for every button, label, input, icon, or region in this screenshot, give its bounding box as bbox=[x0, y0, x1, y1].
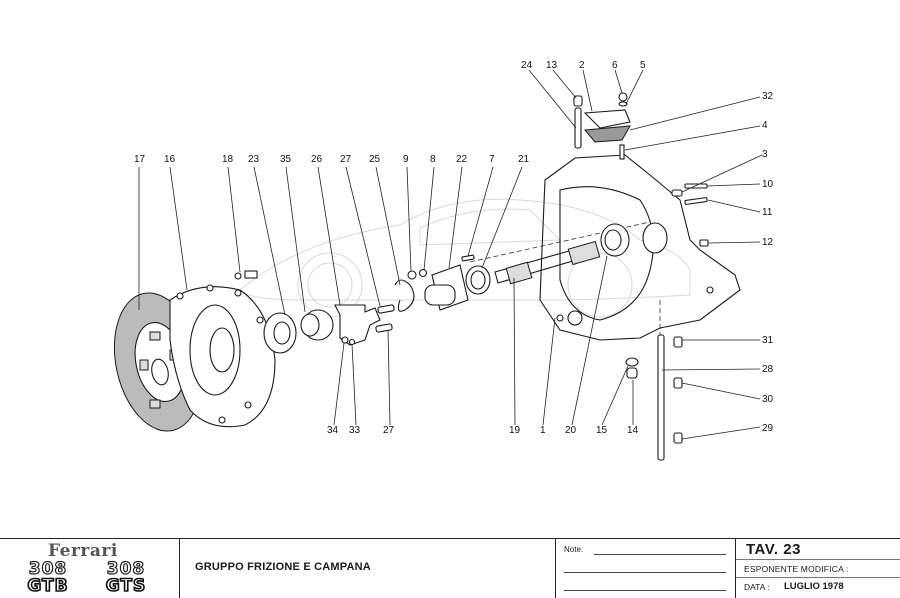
callout-27-lower: 27 bbox=[383, 425, 395, 436]
callout-28: 28 bbox=[762, 364, 774, 375]
callout-1: 1 bbox=[540, 425, 546, 436]
release-bearing bbox=[263, 312, 297, 354]
callout-20: 20 bbox=[565, 425, 577, 436]
nut-29 bbox=[673, 432, 683, 444]
group-title-cell: GRUPPO FRIZIONE E CAMPANA bbox=[180, 539, 556, 598]
callout-17: 17 bbox=[134, 154, 146, 165]
callout-31: 31 bbox=[762, 335, 774, 346]
callout-26: 26 bbox=[311, 154, 323, 165]
callout-13: 13 bbox=[546, 60, 558, 71]
group-title: GRUPPO FRIZIONE E CAMPANA bbox=[195, 561, 371, 573]
notes-cell: Note: bbox=[556, 539, 736, 598]
table-number: TAV. 23 bbox=[746, 541, 801, 558]
callout-27-upper: 27 bbox=[340, 154, 352, 165]
callout-5: 5 bbox=[640, 60, 646, 71]
oil-seal-inner bbox=[470, 270, 486, 290]
stud-11 bbox=[684, 197, 708, 205]
callout-35: 35 bbox=[280, 154, 292, 165]
callout-32: 32 bbox=[762, 91, 774, 102]
washer-8 bbox=[418, 268, 428, 278]
callout-3: 3 bbox=[762, 149, 768, 160]
modification-label: ESPONENTE MODIFICA : bbox=[744, 564, 849, 574]
notes-label: Note: bbox=[564, 545, 584, 554]
ball-bearing bbox=[600, 223, 630, 257]
dowel-3 bbox=[671, 189, 683, 197]
logo-cell: Ferrari 308 GTB 308 GTS bbox=[0, 539, 180, 598]
callout-9: 9 bbox=[403, 154, 409, 165]
callout-25: 25 bbox=[369, 154, 381, 165]
return-spring bbox=[394, 279, 415, 312]
cover-2 bbox=[583, 109, 631, 129]
callout-33: 33 bbox=[349, 425, 361, 436]
model-badge-gtb: 308 GTB bbox=[18, 559, 78, 596]
stud-4 bbox=[619, 144, 625, 160]
pressure-plate bbox=[169, 284, 276, 428]
callout-8: 8 bbox=[430, 154, 436, 165]
callout-7: 7 bbox=[489, 154, 495, 165]
date-label: DATA : bbox=[744, 582, 770, 592]
tube-24 bbox=[574, 107, 582, 149]
breather-13 bbox=[573, 95, 583, 107]
note-line bbox=[564, 590, 726, 591]
input-shaft bbox=[494, 240, 601, 285]
bolt-18 bbox=[234, 270, 258, 280]
nut-30 bbox=[673, 377, 683, 389]
callout-15: 15 bbox=[596, 425, 608, 436]
callout-6: 6 bbox=[612, 60, 618, 71]
release-fork bbox=[334, 304, 381, 346]
gasket-32 bbox=[584, 125, 631, 143]
nut-31 bbox=[673, 336, 683, 348]
dowel-7 bbox=[461, 254, 475, 262]
ferrari-logo: Ferrari bbox=[48, 541, 118, 561]
washer-5 bbox=[618, 101, 628, 107]
callout-18: 18 bbox=[222, 154, 234, 165]
title-block: Ferrari 308 GTB 308 GTS GRUPPO FRIZIONE … bbox=[0, 538, 900, 598]
pin-27-upper bbox=[377, 304, 395, 314]
pin-27-lower bbox=[375, 323, 393, 333]
rod-28 bbox=[657, 334, 665, 461]
washer-15 bbox=[625, 357, 639, 367]
callout-4: 4 bbox=[762, 120, 768, 131]
model-number: 308 bbox=[28, 559, 68, 579]
bearing-carrier bbox=[300, 309, 334, 341]
callout-19: 19 bbox=[509, 425, 521, 436]
guide-sleeve bbox=[424, 264, 469, 311]
callout-16: 16 bbox=[164, 154, 176, 165]
bell-housing bbox=[539, 154, 741, 341]
top-parts bbox=[573, 92, 631, 160]
callout-34: 34 bbox=[327, 425, 339, 436]
callout-2: 2 bbox=[579, 60, 585, 71]
callout-labels: 24 13 2 6 5 32 4 3 10 11 12 17 16 18 23 … bbox=[134, 60, 774, 440]
plug-12 bbox=[699, 239, 709, 247]
callout-10: 10 bbox=[762, 179, 774, 190]
date-value: LUGLIO 1978 bbox=[784, 581, 844, 592]
plug-14 bbox=[626, 367, 638, 379]
callout-21: 21 bbox=[518, 154, 530, 165]
model-number: 308 bbox=[106, 559, 146, 579]
model-badge-gts: 308 GTS bbox=[96, 559, 156, 596]
divider bbox=[736, 577, 900, 578]
callout-23: 23 bbox=[248, 154, 260, 165]
divider bbox=[736, 559, 900, 560]
callout-12: 12 bbox=[762, 237, 774, 248]
nut-6 bbox=[618, 92, 628, 102]
callout-14: 14 bbox=[627, 425, 639, 436]
callout-22: 22 bbox=[456, 154, 468, 165]
callout-24: 24 bbox=[521, 60, 533, 71]
callout-30: 30 bbox=[762, 394, 774, 405]
nut-9 bbox=[407, 270, 417, 280]
model-version: GTB bbox=[27, 576, 69, 596]
note-line bbox=[564, 572, 726, 573]
exploded-parts-diagram: 24 13 2 6 5 32 4 3 10 11 12 17 16 18 23 … bbox=[113, 60, 774, 461]
callout-29: 29 bbox=[762, 423, 774, 434]
note-line bbox=[594, 554, 726, 555]
rod-assembly bbox=[657, 334, 683, 461]
stud-10 bbox=[684, 183, 708, 189]
info-cell: TAV. 23 ESPONENTE MODIFICA : DATA : LUGL… bbox=[736, 539, 900, 598]
model-version: GTS bbox=[105, 576, 147, 596]
callout-11: 11 bbox=[762, 207, 773, 218]
